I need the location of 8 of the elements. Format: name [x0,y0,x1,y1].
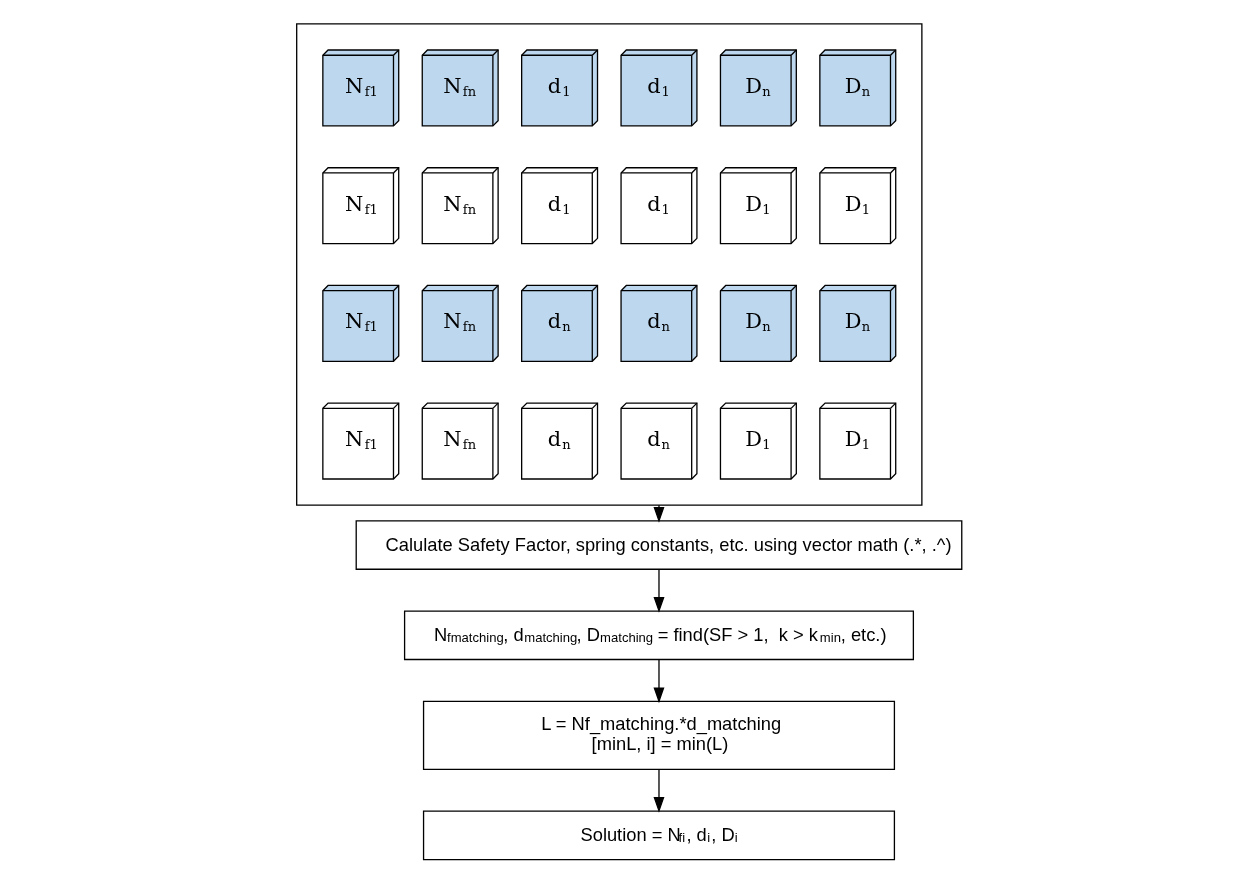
node-box: Nfmatching, dmatching, Dmatching = find(SF > 1, k > kmin, etc.) [403,610,914,661]
arrow [653,568,664,613]
arrow [653,504,664,523]
node-box: L = Nf_matching.*d_matching [minL, i] = min(L) [422,700,895,770]
arrow [653,659,664,704]
node-box: Solution = Nfi, di, Di [422,810,895,861]
node-box: Calulate Safety Factor, spring constants, etc. using vector math (.*, .^) [355,520,962,570]
arrow [653,769,664,813]
